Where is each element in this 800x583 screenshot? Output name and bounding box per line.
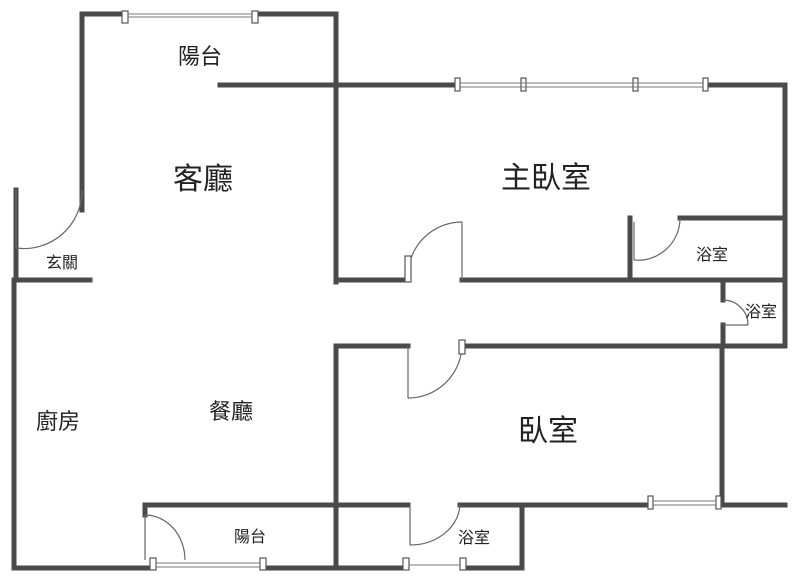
window-bath-b	[459, 557, 467, 571]
window-top-end	[251, 10, 259, 24]
door-master-bath-arc	[633, 217, 681, 261]
window-bedroom-b	[715, 495, 722, 510]
wall-living-west	[79, 11, 125, 213]
room-label-bedroom: 臥室	[518, 414, 578, 449]
room-label-entrance: 玄關	[45, 253, 79, 272]
window-master-c	[632, 77, 639, 92]
door-master-arc	[407, 221, 463, 277]
door-bedroom-arc	[407, 345, 463, 399]
room-label-kitchen: 廚房	[35, 410, 81, 435]
window-south-b	[259, 557, 267, 571]
window-bedroom-a	[647, 495, 654, 510]
room-label-balcony-top: 陽台	[177, 45, 223, 70]
room-label-living-room: 客廳	[173, 162, 233, 197]
room-label-master-bedroom: 主臥室	[501, 161, 591, 196]
door-bedroom-frame	[458, 339, 466, 355]
window-south-a	[149, 557, 157, 571]
door-entrance-arc	[15, 189, 83, 250]
wall-bedroom-south-mid	[457, 502, 525, 571]
window-master-b	[520, 77, 527, 92]
doors	[15, 189, 749, 561]
walls	[11, 11, 788, 571]
door-master-frame	[404, 255, 412, 283]
room-label-balcony-bottom: 陽台	[233, 527, 267, 546]
room-label-bath-bottom: 浴室	[457, 528, 491, 547]
wall-top	[252, 11, 339, 285]
room-label-master-bath: 浴室	[695, 245, 729, 264]
window-bath-a	[402, 557, 410, 571]
door-bath-bottom-arc	[409, 504, 461, 546]
room-label-bath-mid: 浴室	[744, 302, 778, 321]
room-label-dining-room: 餐廳	[208, 400, 254, 425]
window-top	[121, 10, 129, 24]
window-master-a	[454, 77, 461, 92]
windows	[121, 10, 722, 571]
window-master-d	[702, 77, 709, 92]
door-balcony-bottom-arc	[144, 514, 186, 561]
door-mid-bath-arc	[722, 299, 749, 326]
